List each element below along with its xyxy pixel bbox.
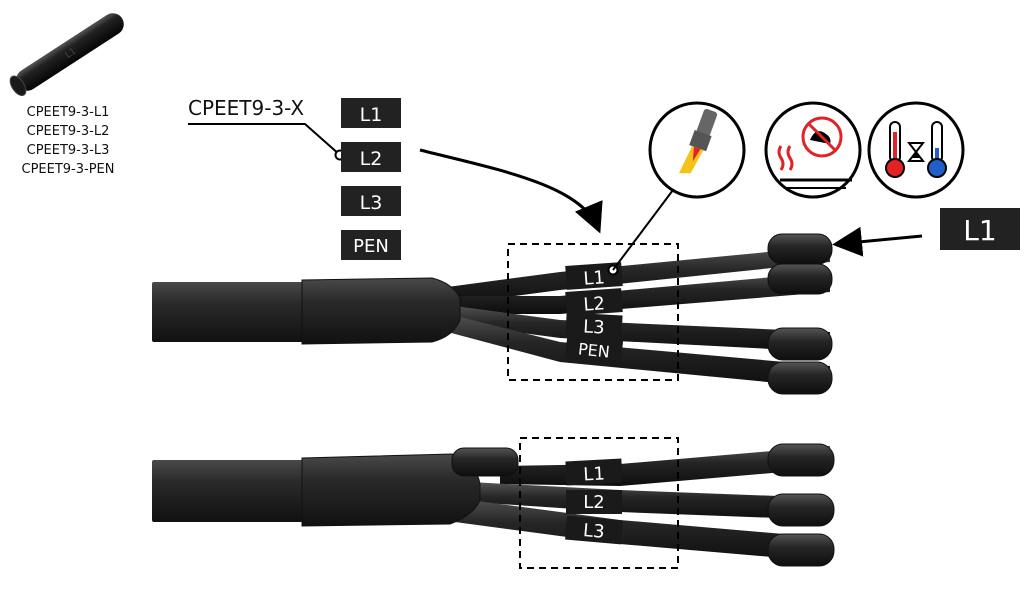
core-marker-l1: L1 bbox=[565, 262, 623, 290]
core-marker-l2: L2 bbox=[566, 490, 622, 514]
placement-arrow bbox=[419, 148, 603, 234]
sleeve-label-l2: L2 bbox=[341, 142, 401, 172]
core-l1 bbox=[440, 233, 833, 306]
series-code-callout: CPEET9-3-X bbox=[188, 96, 346, 161]
svg-text:L3: L3 bbox=[360, 192, 383, 214]
svg-text:PEN: PEN bbox=[577, 339, 611, 361]
marking-zone bbox=[519, 437, 679, 569]
product-code: CPEET9-3-L3 bbox=[27, 143, 110, 158]
svg-text:L2: L2 bbox=[360, 148, 383, 170]
core-marker-l3: L3 bbox=[565, 312, 623, 340]
temperature-time-icon bbox=[867, 101, 965, 199]
marking-zone bbox=[507, 243, 679, 381]
core-pen bbox=[440, 312, 833, 395]
core-l1 bbox=[500, 443, 835, 486]
core-marker-l1: L1 bbox=[565, 458, 623, 486]
core-l2 bbox=[440, 263, 833, 314]
sleeve-label-pen: PEN bbox=[341, 230, 401, 260]
heat-gun-icon bbox=[648, 101, 746, 199]
heat-shrink-tube-sample: L1 bbox=[9, 13, 124, 97]
svg-text:PEN: PEN bbox=[353, 236, 389, 257]
core-marker-pen: PEN bbox=[564, 335, 624, 365]
product-code: CPEET9-3-L1 bbox=[27, 105, 110, 120]
product-code: CPEET9-3-PEN bbox=[22, 162, 115, 177]
svg-text:L1: L1 bbox=[583, 267, 606, 289]
sleeve-label-l1: L1 bbox=[341, 98, 401, 128]
core-l3 bbox=[440, 304, 833, 361]
end-cap-arrow bbox=[832, 226, 923, 257]
svg-text:L1: L1 bbox=[963, 214, 996, 247]
svg-text:L3: L3 bbox=[582, 520, 605, 543]
sleeve-label-l3: L3 bbox=[341, 186, 401, 216]
svg-text:L1: L1 bbox=[583, 463, 606, 485]
product-code: CPEET9-3-L2 bbox=[27, 124, 110, 139]
core-marker-l2: L2 bbox=[565, 288, 623, 316]
series-code: CPEET9-3-X bbox=[188, 96, 304, 120]
svg-text:L1: L1 bbox=[360, 104, 383, 126]
cable-3core: L1 L2 L3 bbox=[152, 437, 835, 569]
svg-text:L2: L2 bbox=[583, 293, 606, 315]
sleeve-label-set: L1 L2 L3 PEN bbox=[341, 98, 401, 260]
cable-4core: L1 L2 L3 PEN bbox=[152, 233, 833, 395]
svg-text:L2: L2 bbox=[583, 492, 604, 513]
svg-text:L1: L1 bbox=[64, 47, 78, 61]
core-l2 bbox=[470, 482, 835, 527]
heat-gun-pointer bbox=[612, 189, 674, 271]
svg-text:L3: L3 bbox=[583, 316, 606, 338]
core-l3 bbox=[440, 496, 835, 567]
no-open-flame-heating-icon bbox=[764, 101, 862, 199]
product-code-list: CPEET9-3-L1 CPEET9-3-L2 CPEET9-3-L3 CPEE… bbox=[22, 105, 115, 177]
end-cap-label: L1 bbox=[940, 208, 1020, 250]
core-marker-l3: L3 bbox=[565, 515, 623, 545]
